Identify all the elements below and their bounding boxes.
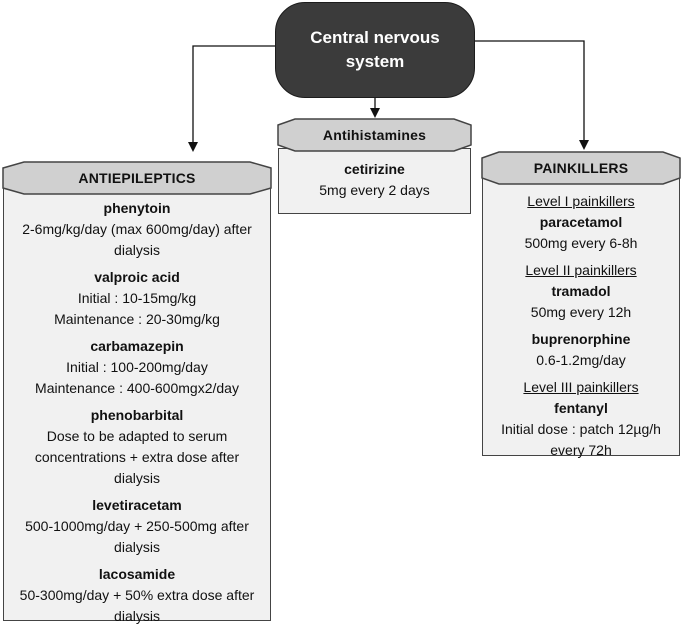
drug-name: paracetamol	[539, 214, 623, 230]
drug-name: buprenorphine	[531, 331, 631, 347]
drug-entry-valproic-acid: valproic acid Initial : 10-15mg/kg Maint…	[10, 267, 264, 330]
drug-dose: 2-6mg/kg/day (max 600mg/day) after dialy…	[22, 221, 252, 258]
antiepileptics-header-label: ANTIEPILEPTICS	[78, 170, 196, 186]
hex-shape	[277, 118, 472, 152]
drug-dose: Dose to be adapted to serum concentratio…	[34, 428, 240, 486]
drug-name: levetiracetam	[92, 497, 182, 513]
drug-name: tramadol	[551, 283, 611, 299]
hex-shape	[481, 151, 681, 185]
drug-entry-buprenorphine: buprenorphine 0.6-1.2mg/day	[483, 329, 679, 371]
level-3-heading: Level III painkillers	[523, 379, 639, 395]
painkillers-header: PAINKILLERS	[481, 151, 681, 185]
hex-shape	[2, 161, 272, 195]
painkillers-header-label: PAINKILLERS	[533, 160, 629, 176]
painkillers-panel: Level I painkillers paracetamol 500mg ev…	[482, 178, 680, 458]
drug-name: phenytoin	[103, 200, 171, 216]
drug-dose-initial: Initial : 100-200mg/day	[66, 359, 208, 375]
drug-name: phenobarbital	[90, 407, 184, 423]
root-node-central-nervous-system: Central nervous system	[275, 2, 475, 98]
drug-entry-cetirizine: cetirizine 5mg every 2 days	[279, 159, 470, 201]
antihistamines-header-label: Antihistamines	[322, 127, 427, 143]
drug-dose-initial: Initial : 10-15mg/kg	[77, 290, 197, 306]
level-2-heading: Level II painkillers	[525, 262, 637, 278]
drug-dose: 50-300mg/day + 50% extra dose after dial…	[19, 587, 255, 624]
drug-name: cetirizine	[344, 161, 405, 177]
drug-entry-paracetamol: paracetamol 500mg every 6-8h	[483, 212, 679, 254]
drug-dose: 500mg every 6-8h	[524, 235, 638, 251]
connector-to-painkillers	[475, 40, 589, 150]
drug-entry-phenytoin: phenytoin 2-6mg/kg/day (max 600mg/day) a…	[10, 198, 264, 261]
drug-dose: 500-1000mg/day + 250-500mg after dialysi…	[25, 518, 249, 555]
drug-entry-phenobarbital: phenobarbital Dose to be adapted to seru…	[10, 405, 264, 489]
drug-entry-carbamazepin: carbamazepin Initial : 100-200mg/day Mai…	[10, 336, 264, 399]
level-1-heading: Level I painkillers	[527, 193, 635, 209]
drug-dose-maintenance: Maintenance : 20-30mg/kg	[54, 311, 220, 327]
drug-name: valproic acid	[94, 269, 180, 285]
drug-dose-initial: Initial dose : patch 12µg/h	[501, 421, 661, 437]
drug-name: carbamazepin	[90, 338, 184, 354]
drug-dose: 50mg every 12h	[530, 304, 632, 320]
drug-dose-frequency: every 72h	[550, 442, 612, 458]
drug-name: fentanyl	[554, 400, 608, 416]
drug-entry-fentanyl: fentanyl Initial dose : patch 12µg/h eve…	[483, 398, 679, 461]
connector-to-antiepileptics	[188, 45, 278, 152]
antiepileptics-header: ANTIEPILEPTICS	[2, 161, 272, 195]
drug-name: lacosamide	[98, 566, 176, 582]
drug-dose: 0.6-1.2mg/day	[536, 352, 626, 368]
drug-dose-maintenance: Maintenance : 400-600mgx2/day	[35, 380, 239, 396]
antihistamines-header: Antihistamines	[277, 118, 472, 152]
drug-entry-tramadol: tramadol 50mg every 12h	[483, 281, 679, 323]
drug-entry-levetiracetam: levetiracetam 500-1000mg/day + 250-500mg…	[10, 495, 264, 558]
antihistamines-panel: cetirizine 5mg every 2 days	[278, 148, 471, 214]
root-title: Central nervous system	[310, 28, 440, 71]
drug-entry-lacosamide: lacosamide 50-300mg/day + 50% extra dose…	[10, 564, 264, 627]
antiepileptics-panel: phenytoin 2-6mg/kg/day (max 600mg/day) a…	[3, 185, 271, 624]
drug-dose: 5mg every 2 days	[319, 182, 430, 198]
